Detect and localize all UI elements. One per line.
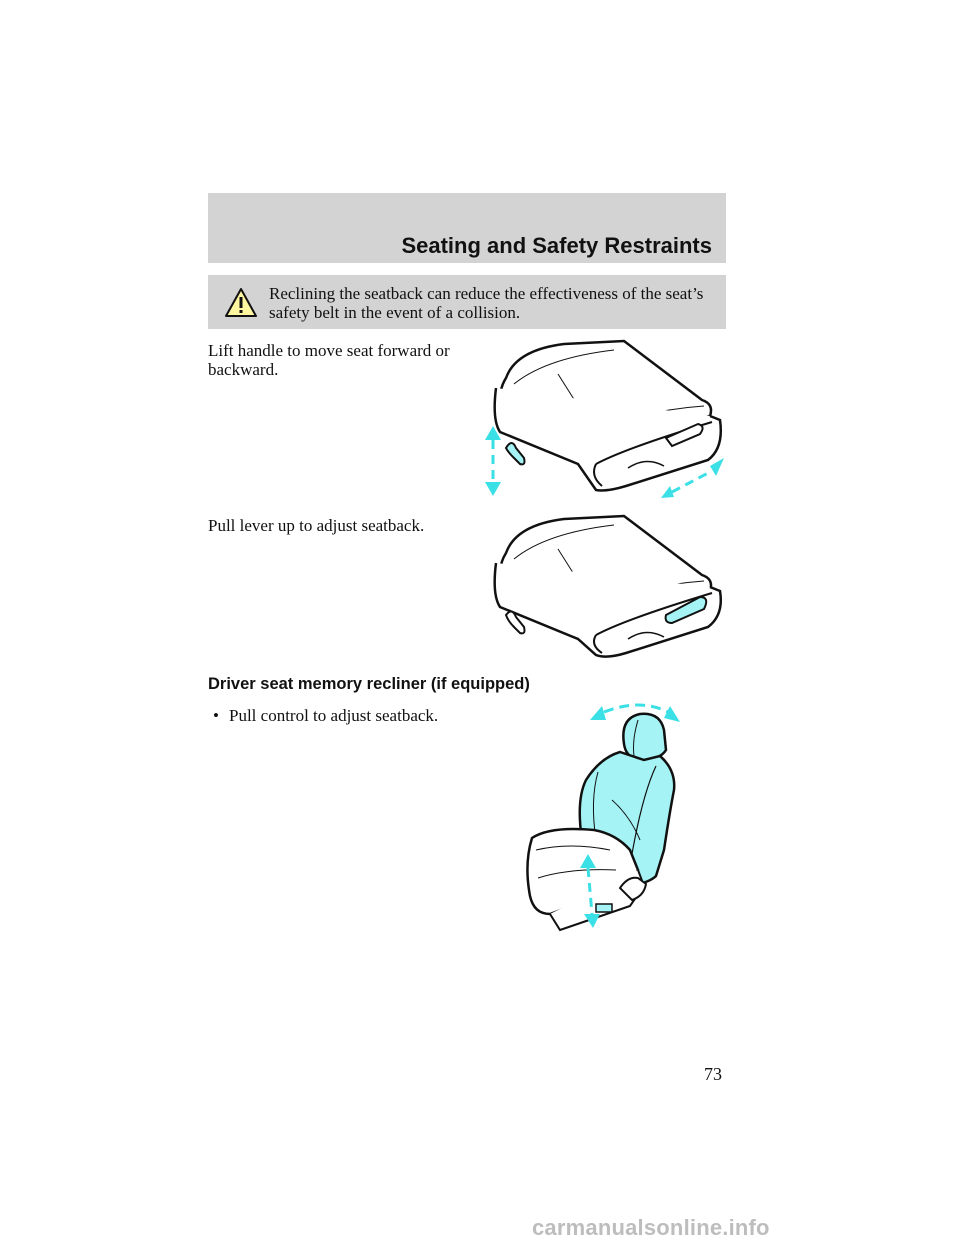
pull-control-instruction: Pull control to adjust seatback. xyxy=(229,706,439,725)
warning-triangle-icon xyxy=(225,288,257,317)
lift-handle-instruction: Lift handle to move seat forward or back… xyxy=(208,341,450,379)
seat-cushion-lever-illustration xyxy=(493,514,722,658)
bullet-symbol: • xyxy=(213,706,219,725)
warning-text: Reclining the seatback can reduce the ef… xyxy=(269,284,704,322)
memory-recliner-heading: Driver seat memory recliner (if equipped… xyxy=(208,675,530,693)
page-number: 73 xyxy=(704,1064,722,1084)
warning-box: Reclining the seatback can reduce the ef… xyxy=(208,275,726,329)
memory-recliner-seat-illustration xyxy=(526,703,680,932)
pull-lever-instruction: Pull lever up to adjust seatback. xyxy=(208,516,425,535)
header-band: Seating and Safety Restraints xyxy=(208,193,726,263)
watermark-text: carmanualsonline.info xyxy=(532,1215,770,1240)
seat-cushion-handle-illustration xyxy=(485,339,724,498)
section-title: Seating and Safety Restraints xyxy=(401,233,712,258)
